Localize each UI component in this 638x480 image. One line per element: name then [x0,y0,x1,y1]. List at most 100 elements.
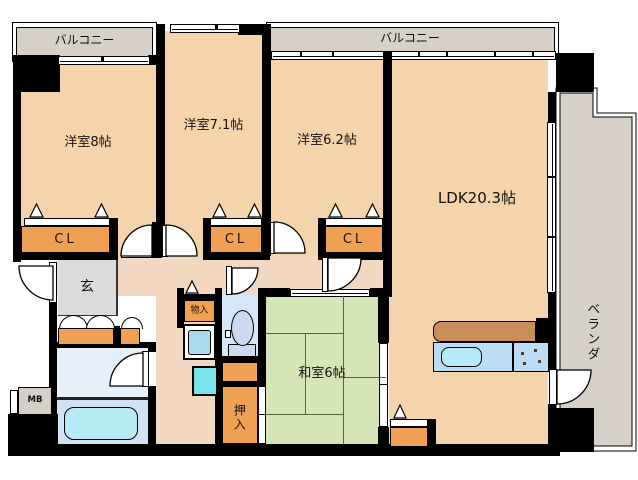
entrance-door-leaf [49,262,57,303]
wall [177,288,184,328]
meter-box [18,387,52,415]
wall [222,356,258,362]
genkan-label: 玄 [80,279,94,295]
door-leaf-west62 [270,222,276,254]
wall [536,318,550,344]
wall [13,252,118,260]
window-tick [215,24,218,29]
window-tick [332,51,334,56]
room-label-west71: 洋室7.1帖 [183,118,244,133]
wall [148,342,156,352]
wall [156,24,165,256]
wall-pillar [556,53,594,92]
window-tick [446,51,448,56]
wall [238,24,271,35]
room-label-ldk: LDK20.3帖 [437,189,517,207]
window-south-band [271,51,556,60]
wall [370,288,392,297]
wall [262,288,290,297]
wall [203,252,265,260]
tatami-line [266,414,343,415]
room-ldk-floor [389,56,548,445]
balcony-right [270,27,555,53]
wall [182,294,216,300]
closet-track [210,218,262,226]
shoe-cabinet [120,328,140,345]
stove-burner [523,362,526,365]
toilet-handle [225,330,231,338]
wall [378,296,389,343]
oshiire-counter [222,362,258,382]
wall [262,218,270,260]
window-tick [418,51,420,56]
meter-box-label: MB [27,395,43,405]
wall [13,55,21,262]
shoe-cabinet-mark [59,315,88,329]
toilet-door-leaf [226,266,232,295]
window-tick [532,51,534,56]
room-label-washitsu: 和室6帖 [298,366,346,381]
bathtub [64,407,138,440]
balcony-right-label: バルコニー [380,31,440,45]
wall [152,222,162,258]
wall [548,92,556,124]
wall [148,386,156,444]
tatami-line [266,333,343,334]
storage-monoire [184,300,215,322]
wall [262,30,271,256]
closet-cl-west62 [325,226,383,253]
wall [383,51,392,288]
toilet-bowl [231,310,254,346]
room-label-west62: 洋室6.2帖 [297,133,357,148]
window-west8 [58,56,150,65]
wall [428,419,436,446]
vanity-basin [188,330,211,355]
window-tick [547,236,556,238]
veranda-label: ベランダ [584,302,600,362]
closet-cl-west71 [210,226,262,253]
shoe-cabinet [58,328,114,345]
stove-burner [534,349,537,352]
washitsu-floor [266,296,386,444]
monoire-label: 物入 [190,305,209,316]
oshiire-fusuma [258,386,266,444]
kitchen-sink [441,347,482,367]
stove-burner [538,360,541,363]
tatami-line [343,296,344,444]
closet-track [325,218,383,226]
fusuma-divider [258,414,266,415]
fusuma-divider [379,384,388,385]
wall [49,302,57,444]
washitsu-sliding-door [290,289,370,297]
door-leaf-west8 [121,251,152,258]
room-label-west8: 洋室8帖 [64,135,112,150]
door-leaf-veranda [549,369,557,405]
stove-burner [521,352,524,355]
wall-pillar [20,55,60,92]
meter-box-door [10,390,18,414]
wall [318,218,325,260]
counter-divider [512,342,514,372]
shoe-cabinet-mark [86,315,115,329]
window-tick [101,56,104,61]
door-leaf-hall [322,257,328,292]
washer-pan [192,366,218,396]
window-west71 [170,24,240,33]
wall [258,288,266,386]
closet-track [24,218,110,226]
window-tick [300,51,302,56]
bath-divider [57,397,148,400]
ldk-cabinet [390,427,428,447]
wall [50,342,150,348]
wall [318,252,392,260]
washroom-floor [57,348,148,399]
wall-bottom [8,444,560,456]
wall [378,427,389,447]
closet-label-cl1: CL [54,232,77,247]
wall [222,382,258,386]
storage-oshiire [222,386,258,444]
washitsu-fusuma-east [379,343,388,427]
window-ldk-east [547,122,556,293]
tatami-line [305,333,306,415]
